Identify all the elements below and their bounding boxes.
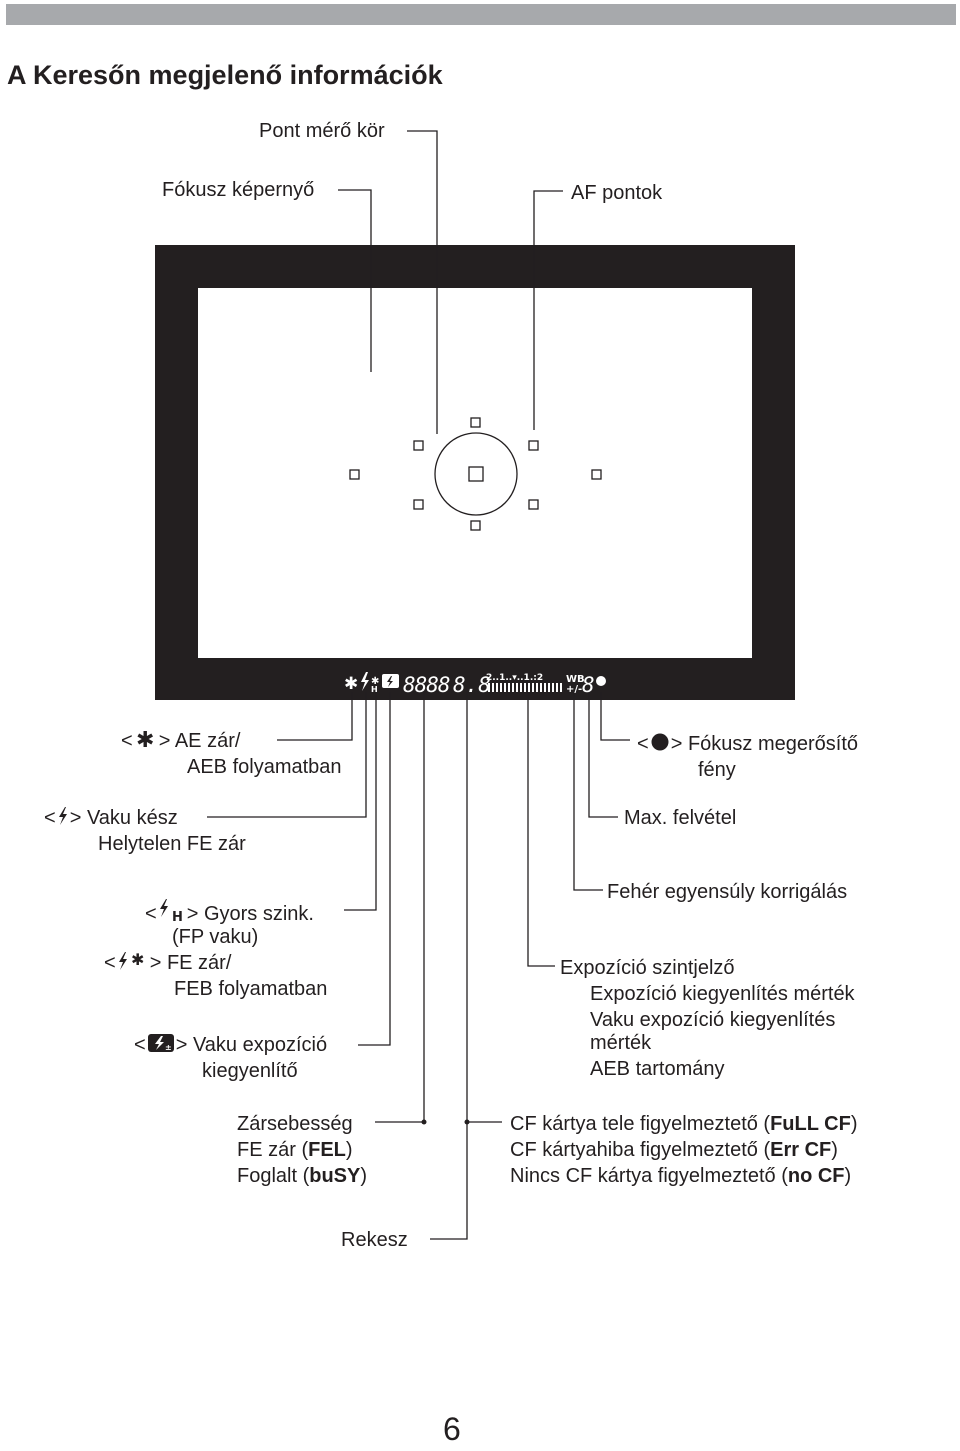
- label-flash-ready-line1: Vaku kész: [86, 807, 178, 829]
- leader-spot-circle: [407, 130, 438, 434]
- label-aperture: Rekesz: [341, 1229, 408, 1251]
- label-spot-circle: Pont mérő kör: [259, 120, 385, 142]
- exposure-scale-top: 2..1..▾..1.:2: [486, 673, 543, 683]
- label-flash-comp-line2: kiegyenlítő: [202, 1060, 298, 1082]
- label-af-points: AF pontok: [571, 182, 663, 204]
- lightning-h-icon: H: [159, 899, 183, 922]
- aperture-digits: 8.8: [453, 673, 491, 697]
- lightning-icon: [58, 807, 67, 825]
- label-busy: Foglalt (buSY): [237, 1165, 368, 1187]
- af-point: [591, 469, 602, 480]
- label-ae-lock-line2: AEB folyamatban: [187, 756, 342, 778]
- svg-text:H: H: [172, 910, 183, 922]
- leader-max-burst: [588, 692, 618, 818]
- label-focus-confirm-line2: fény: [698, 759, 736, 781]
- label-cf-full: CF kártya tele figyelmeztető (FuLL CF): [510, 1113, 858, 1135]
- svg-text:±: ±: [165, 1043, 172, 1052]
- exposure-scale-bars: [488, 683, 562, 692]
- label-exposure-comp: Expozíció kiegyenlítés mérték: [590, 983, 855, 1005]
- leader-wb: [573, 692, 603, 891]
- lightning-asterisk-icon: ✱: [118, 951, 144, 970]
- label-shutter-speed: Zársebesség: [237, 1113, 353, 1135]
- label-fp-flash: <H> Gyors szink.: [145, 898, 314, 927]
- fe-lock-display-icon: ✱: [371, 676, 379, 687]
- leader-af-points: [533, 190, 563, 430]
- label-flash-ready-line2: Helytelen FE zár: [98, 833, 246, 855]
- spot-metering-circle: [434, 432, 518, 516]
- af-points: [349, 417, 602, 531]
- page-title: A Keresőn megjelenő információk: [7, 60, 443, 90]
- label-max-burst: Max. felvétel: [624, 807, 737, 829]
- af-point: [470, 417, 481, 428]
- leader-focus-confirm: [600, 692, 630, 741]
- leader-shutter: [375, 692, 425, 1123]
- label-ae-lock: <✱> AE zár/: [121, 729, 241, 752]
- label-ae-lock-line1: AE zár/: [174, 730, 241, 752]
- af-point: [470, 520, 481, 531]
- label-wb-correction: Fehér egyensúly korrigálás: [607, 881, 848, 903]
- junction-dot: [464, 1119, 470, 1125]
- leader-ae-lock: [277, 692, 353, 741]
- asterisk-icon: ✱: [136, 729, 154, 749]
- label-focus-confirm: <> Fókusz megerősítő: [637, 733, 859, 755]
- label-fe-lock-line2: FEB folyamatban: [174, 978, 328, 1000]
- label-flash-exposure-comp: Vaku expozíció kiegyenlítés: [590, 1009, 836, 1031]
- af-point: [349, 469, 360, 480]
- label-fp-flash-line1: Gyors szink.: [203, 903, 314, 925]
- header-bar: [6, 4, 956, 25]
- wb-display: WB: [566, 674, 585, 685]
- ae-lock-display-icon: ✱: [344, 674, 358, 694]
- max-burst-digit: 8: [582, 673, 595, 697]
- leader-fp-flash: [344, 692, 377, 911]
- page-number: 6: [443, 1411, 461, 1447]
- leader-flash-ready: [207, 692, 367, 818]
- label-fp-flash-line2: (FP vaku): [172, 926, 259, 948]
- wb-correction-display: +/-: [566, 684, 582, 695]
- label-flash-comp-line1: Vaku expozíció: [192, 1034, 328, 1056]
- label-focus-confirm-line1: Fókusz megerősítő: [687, 733, 859, 755]
- label-focus-screen: Fókusz képernyő: [162, 179, 315, 201]
- af-point: [413, 440, 424, 451]
- af-point: [528, 499, 539, 510]
- label-exposure-scale: Expozíció szintjelző: [560, 957, 735, 979]
- flash-compensation-icon: ±: [147, 1034, 174, 1052]
- filled-dot-icon: [651, 733, 669, 751]
- af-point: [413, 499, 424, 510]
- leader-exposure-scale: [527, 692, 555, 967]
- label-aeb-range: AEB tartomány: [590, 1058, 725, 1080]
- leader-flash-comp: [358, 692, 391, 1046]
- label-no-cf: Nincs CF kártya figyelmeztető (no CF): [510, 1165, 852, 1187]
- label-fe-lock-line1: FE zár/: [166, 952, 232, 974]
- flash-display-icon: [361, 672, 369, 691]
- af-point-center: [468, 466, 484, 482]
- label-flash-exposure-comp-line2: mérték: [590, 1032, 652, 1054]
- shutter-speed-digits: 8888: [403, 673, 450, 697]
- svg-text:✱: ✱: [136, 729, 154, 749]
- focus-screen: [198, 288, 752, 658]
- viewfinder-frame: [155, 245, 795, 700]
- svg-text:✱: ✱: [131, 951, 144, 969]
- label-fe-lock: <✱> FE zár/: [104, 951, 232, 974]
- label-cf-error: CF kártyahiba figyelmeztető (Err CF): [510, 1139, 838, 1161]
- label-flash-ready: <> Vaku kész: [44, 807, 178, 829]
- label-flash-comp: <±> Vaku expozíció: [134, 1034, 328, 1056]
- viewfinder-info-strip: ✱ ✱ H 8888 8.8 2..1..▾..1.:2 WB +/- 8: [344, 672, 606, 697]
- junction-dot: [421, 1119, 427, 1125]
- label-fe-lock-fel: FE zár (FEL): [237, 1139, 353, 1161]
- fp-display-icon: H: [371, 685, 378, 694]
- focus-confirm-display-dot: [596, 676, 606, 686]
- leader-aperture: [430, 692, 468, 1240]
- af-point: [528, 440, 539, 451]
- leader-focus-screen: [338, 189, 372, 372]
